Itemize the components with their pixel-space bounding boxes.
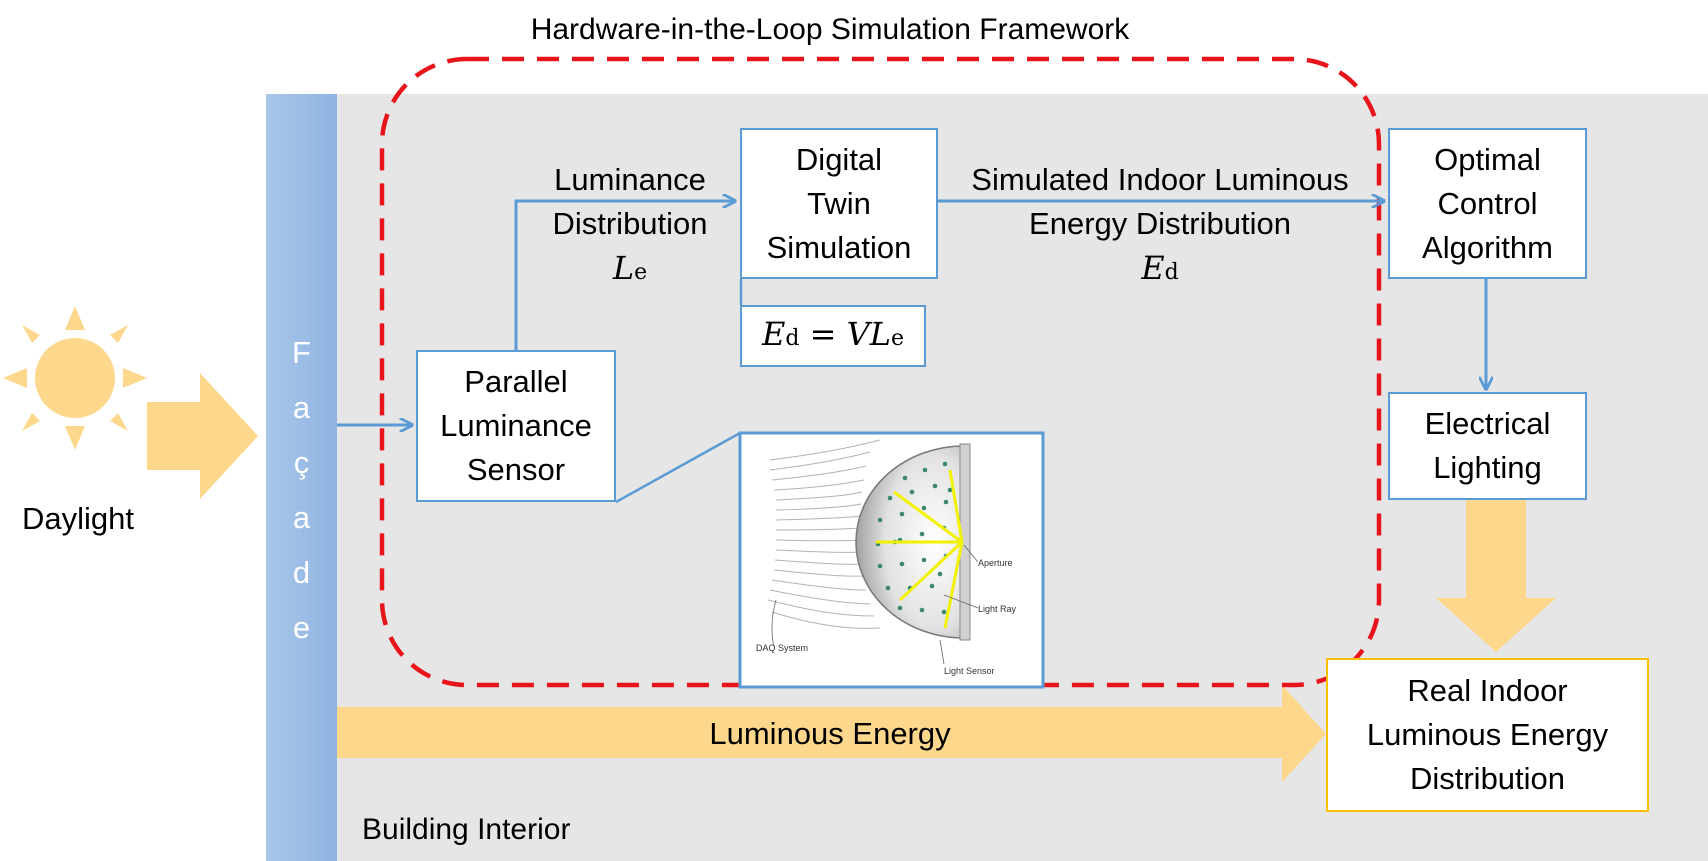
daq-system-label: DAQ System bbox=[756, 643, 808, 653]
symbol-main: E bbox=[1141, 249, 1165, 287]
electrical-lighting-box: Electrical Lighting bbox=[1388, 392, 1587, 500]
box-line: Twin bbox=[807, 185, 871, 221]
digital-twin-box: Digital Twin Simulation bbox=[740, 128, 938, 279]
sensor-illustration: Aperture Light Ray Light Sensor DAQ Syst… bbox=[738, 431, 1045, 689]
simulated-symbol: Ed bbox=[940, 246, 1380, 295]
box-line: Parallel bbox=[464, 364, 568, 399]
box-line: Luminance bbox=[440, 408, 592, 443]
luminance-symbol: Le bbox=[530, 246, 730, 295]
equation-rhs-v: V bbox=[846, 314, 870, 353]
facade-bar bbox=[266, 94, 337, 861]
luminance-distribution-label: Luminance Distribution Le bbox=[530, 158, 730, 295]
daylight-label: Daylight bbox=[22, 501, 134, 536]
optimal-control-box: Optimal Control Algorithm bbox=[1388, 128, 1587, 279]
aperture-label: Aperture bbox=[978, 558, 1013, 568]
facade-letter: e bbox=[292, 610, 311, 645]
facade-letter: ç bbox=[293, 445, 310, 480]
lighting-down-arrow bbox=[1436, 500, 1556, 652]
box-line: Control bbox=[1437, 185, 1538, 221]
equation-box: Ed = VLe bbox=[740, 305, 926, 367]
box-line: Luminous Energy bbox=[1366, 717, 1609, 752]
framework-title: Hardware-in-the-Loop Simulation Framewor… bbox=[530, 13, 1130, 46]
sensor-to-twin-arrow bbox=[514, 201, 735, 350]
luminous-energy-arrow bbox=[337, 685, 1326, 782]
light-sensor-label: Light Sensor bbox=[944, 666, 995, 676]
parallel-luminance-sensor-box: Parallel Luminance Sensor bbox=[416, 350, 616, 502]
label-line: Energy Distribution bbox=[1029, 206, 1291, 241]
facade-letter: F bbox=[292, 335, 311, 370]
light-rays bbox=[876, 469, 964, 629]
equation-lhs-sub: d bbox=[785, 325, 800, 351]
box-line: Distribution bbox=[1409, 761, 1566, 796]
luminous-energy-label: Luminous Energy bbox=[709, 716, 951, 751]
facade-letter: a bbox=[292, 500, 311, 535]
equation-op: = bbox=[809, 314, 837, 353]
box-line: Algorithm bbox=[1422, 229, 1553, 265]
facade-letter: a bbox=[292, 390, 311, 425]
box-line: Electrical bbox=[1424, 406, 1551, 441]
building-interior-label: Building Interior bbox=[362, 813, 571, 846]
label-line: Distribution bbox=[552, 206, 708, 241]
symbol-sub: d bbox=[1164, 260, 1179, 285]
box-line: Real Indoor bbox=[1407, 673, 1568, 708]
box-line: Optimal bbox=[1434, 141, 1541, 177]
box-line: Lighting bbox=[1433, 450, 1542, 485]
light-ray-label: Light Ray bbox=[978, 604, 1017, 614]
sun-icon bbox=[3, 306, 147, 450]
sensor-cables bbox=[767, 439, 881, 629]
facade-letter: d bbox=[292, 555, 311, 590]
symbol-main: L bbox=[612, 249, 635, 287]
real-indoor-distribution-box: Real Indoor Luminous Energy Distribution bbox=[1326, 658, 1649, 812]
equation-lhs: E bbox=[762, 314, 786, 353]
equation-rhs-sub: e bbox=[890, 325, 904, 351]
simulated-distribution-label: Simulated Indoor Luminous Energy Distrib… bbox=[940, 158, 1380, 295]
sensor-callout-line bbox=[615, 431, 741, 504]
box-line: Simulation bbox=[766, 229, 912, 265]
box-line: Digital bbox=[795, 141, 883, 177]
label-line: Luminance bbox=[554, 162, 706, 197]
facade-label: F a ç a d e bbox=[266, 325, 337, 655]
box-line: Sensor bbox=[466, 452, 566, 487]
equation-rhs-l: L bbox=[869, 314, 891, 353]
daylight-arrow bbox=[147, 373, 258, 499]
label-line: Simulated Indoor Luminous bbox=[971, 162, 1349, 197]
symbol-sub: e bbox=[634, 260, 648, 285]
